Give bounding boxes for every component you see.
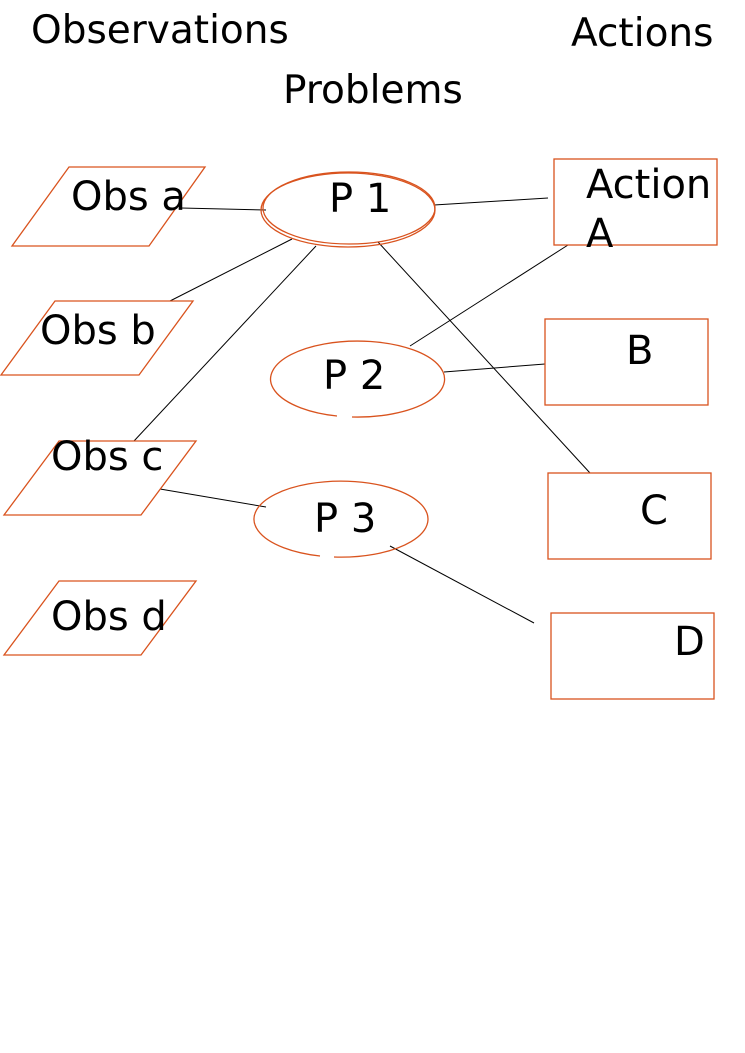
p3-shape [253,480,429,558]
obs-c-shape [2,440,198,516]
action-b-shape [544,318,709,406]
connector-p2-action-b [443,363,546,373]
connector-obs-c-p1 [133,245,317,442]
obs-c-label: Obs c [51,434,164,480]
action-b-label: B [626,328,654,374]
action-a-label-line1: Action [586,162,712,208]
action-c-shape [547,472,712,560]
obs-b-label: Obs b [40,308,156,354]
connector-p1-action-c [377,241,591,474]
connector-obs-a-p1 [180,207,267,211]
connector-p2-action-a [409,244,569,347]
action-a-label-line2: A [586,211,614,257]
actions-header: Actions [571,11,714,56]
obs-b-shape [0,300,195,376]
observations-header: Observations [31,8,289,53]
action-a-shape [553,158,718,246]
connector-obs-c-p3 [159,488,267,508]
p3-label: P 3 [314,496,377,542]
action-d-shape [550,612,715,700]
obs-d-label: Obs d [51,594,167,640]
p1-label: P 1 [329,176,392,222]
obs-d-shape [2,580,198,656]
p2-label: P 2 [323,353,386,399]
action-d-label: D [674,619,705,665]
problems-header: Problems [283,68,463,113]
connector-p3-action-d [389,545,535,624]
p2-shape [269,340,446,418]
connector-p1-action-a [433,197,549,206]
obs-a-label: Obs a [71,174,186,220]
p1-shape-outline-2 [262,171,436,245]
obs-a-shape [10,166,207,247]
connector-obs-b-p1 [169,238,293,302]
action-c-label: C [640,488,668,534]
